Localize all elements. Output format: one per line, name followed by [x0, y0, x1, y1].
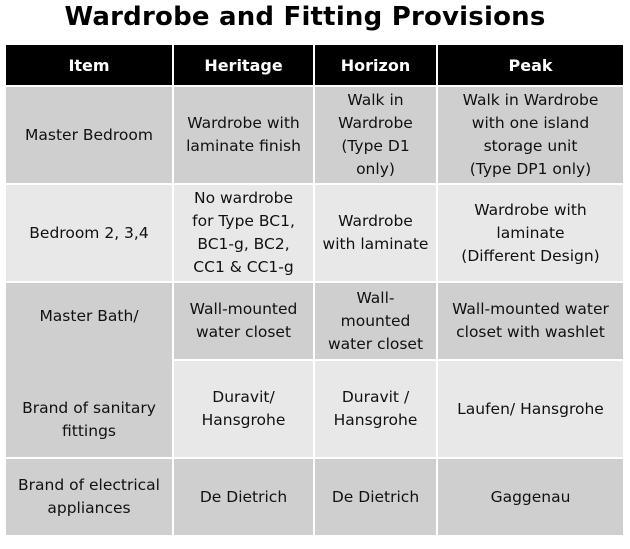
cell-line: mounted: [340, 311, 411, 330]
cell-line: Duravit /: [341, 388, 410, 406]
heritage-cell: Wardrobe with laminate finish: [172, 85, 315, 185]
table-row: Brand of electrical appliances De Dietri…: [4, 457, 625, 537]
cell-line: water closet: [327, 334, 424, 353]
heritage-cell: De Dietrich: [172, 457, 315, 537]
cell-line: De Dietrich: [199, 487, 288, 506]
cell-line: De Dietrich: [331, 487, 420, 506]
row-label: Master Bath/ Brand of sanitary fittings: [4, 281, 174, 459]
cell-line: storage unit: [483, 137, 578, 155]
cell-line: closet with washlet: [456, 323, 605, 341]
cell-line: with one island: [471, 114, 590, 132]
page-title: Wardrobe and Fitting Provisions: [64, 2, 546, 32]
horizon-cell: Wall- mounted water closet: [313, 281, 438, 361]
cell-line: Gaggenau: [490, 487, 571, 506]
provisions-table: Item Heritage Horizon Peak Master Bedroo…: [4, 45, 625, 537]
cell-line: Hansgrohe: [333, 411, 418, 429]
horizon-cell: Duravit / Hansgrohe: [313, 359, 438, 459]
cell-line: Hansgrohe: [201, 411, 286, 429]
cell-line: laminate finish: [186, 137, 301, 155]
horizon-cell: Walk in Wardrobe (Type D1 only): [313, 85, 438, 185]
row-label: Bedroom 2, 3,4: [4, 183, 174, 283]
heritage-cell: Duravit/ Hansgrohe: [172, 359, 315, 459]
cell-line: water closet: [195, 323, 292, 341]
cell-line: CC1 & CC1-g: [193, 258, 294, 276]
cell-line: Wall-mounted: [189, 300, 298, 318]
horizon-cell: De Dietrich: [313, 457, 438, 537]
cell-spacer: [12, 328, 166, 397]
table-row: Master Bath/ Brand of sanitary fittings …: [4, 281, 625, 459]
cell-line: laminate: [496, 223, 565, 242]
cell-line: with laminate: [322, 235, 429, 253]
cell-line: (Type DP1 only): [469, 160, 592, 178]
cell-line: No wardrobe: [193, 189, 293, 207]
cell-line: appliances: [47, 499, 131, 517]
cell-line: (Different Design): [461, 246, 600, 265]
peak-cell: Walk in Wardrobe with one island storage…: [436, 85, 625, 185]
cell-line: Master Bedroom: [25, 125, 153, 144]
cell-line: BC1-g, BC2,: [197, 235, 290, 253]
cell-line: Walk in Wardrobe: [462, 91, 599, 109]
column-header-item: Item: [4, 45, 174, 87]
cell-line: Wardrobe: [338, 212, 413, 230]
peak-cell: Laufen/ Hansgrohe: [436, 359, 625, 459]
cell-line: Bedroom 2, 3,4: [29, 223, 149, 242]
peak-cell: Gaggenau: [436, 457, 625, 537]
cell-line: Wall-mounted water: [452, 300, 609, 318]
peak-cell: Wardrobe with laminate (Different Design…: [436, 183, 625, 283]
cell-line: Master Bath/: [39, 307, 139, 325]
cell-line: for Type BC1,: [192, 212, 295, 230]
table-row: Master Bedroom Wardrobe with laminate fi…: [4, 85, 625, 185]
row-label: Master Bedroom: [4, 85, 174, 185]
cell-line: Laufen/ Hansgrohe: [457, 399, 604, 418]
peak-cell: Wall-mounted water closet with washlet: [436, 281, 625, 361]
cell-line: fittings: [62, 422, 116, 440]
horizon-cell: Wardrobe with laminate: [313, 183, 438, 283]
cell-line: Walk in: [347, 91, 404, 109]
cell-line: Wardrobe: [338, 114, 413, 132]
cell-line: Wall-: [356, 288, 395, 307]
table-row: Duravit/ Hansgrohe Duravit / Hansgrohe L…: [5, 359, 625, 459]
row-label: Brand of electrical appliances: [4, 457, 174, 537]
cell-line: only): [356, 160, 395, 178]
column-header-peak: Peak: [436, 45, 625, 87]
table-row: Bedroom 2, 3,4 No wardrobe for Type BC1,…: [4, 183, 625, 283]
cell-line: Wardrobe with: [474, 200, 587, 219]
heritage-cell: Wall-mounted water closet: [172, 281, 315, 361]
cell-line: Brand of electrical: [18, 476, 160, 494]
column-header-horizon: Horizon: [313, 45, 438, 87]
cell-line: Duravit/: [212, 388, 275, 406]
cell-line: (Type D1: [341, 137, 410, 155]
table-header-row: Item Heritage Horizon Peak: [4, 45, 625, 87]
cell-line: Wardrobe with: [187, 114, 300, 132]
heritage-cell: No wardrobe for Type BC1, BC1-g, BC2, CC…: [172, 183, 315, 283]
cell-line: Brand of sanitary: [22, 399, 156, 417]
column-header-heritage: Heritage: [172, 45, 315, 87]
